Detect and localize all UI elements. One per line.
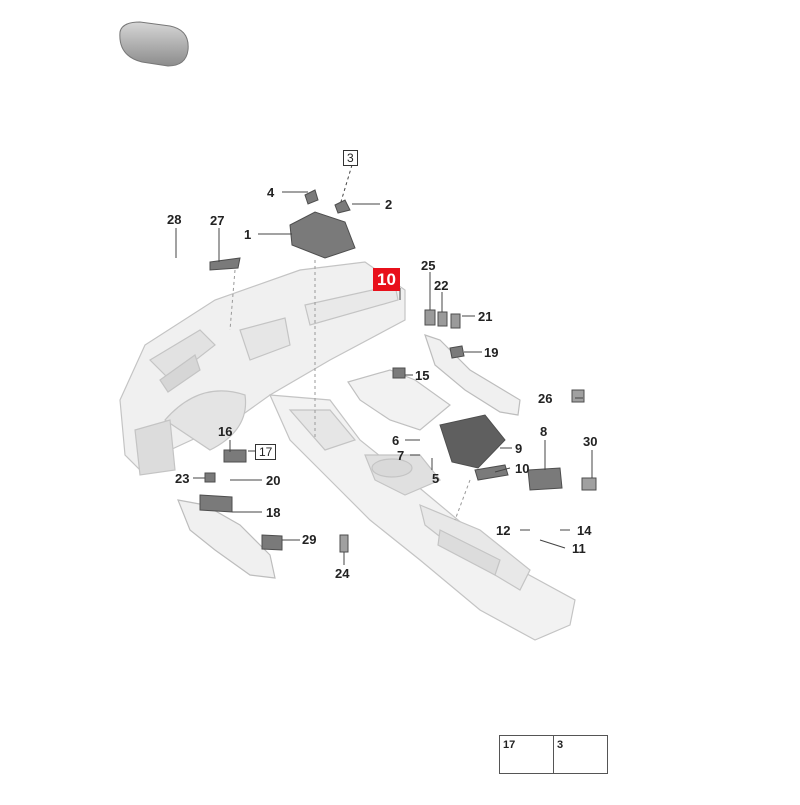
callout-19[interactable]: 19 bbox=[484, 345, 499, 360]
dashboard-panel bbox=[119, 261, 406, 476]
callout-18[interactable]: 18 bbox=[266, 505, 281, 520]
fastener-legend: 17 3 bbox=[499, 735, 608, 774]
callout-10[interactable]: 10 bbox=[515, 461, 530, 476]
callout-9[interactable]: 9 bbox=[515, 441, 523, 456]
door-trim-left bbox=[177, 499, 276, 579]
legend-divider bbox=[553, 736, 554, 773]
callout-10-highlighted[interactable]: 10 bbox=[373, 268, 400, 291]
callout-24[interactable]: 24 bbox=[335, 566, 350, 581]
callout-15[interactable]: 15 bbox=[415, 368, 430, 383]
callout-22[interactable]: 22 bbox=[434, 278, 449, 293]
callout-1[interactable]: 1 bbox=[244, 227, 252, 242]
callout-23[interactable]: 23 bbox=[175, 471, 190, 486]
callout-5[interactable]: 5 bbox=[432, 471, 440, 486]
callout-16[interactable]: 16 bbox=[218, 424, 233, 439]
callout-20[interactable]: 20 bbox=[266, 473, 281, 488]
armrest-cover bbox=[347, 369, 451, 431]
callout-21[interactable]: 21 bbox=[478, 309, 493, 324]
callout-28[interactable]: 28 bbox=[167, 212, 182, 227]
callout-4[interactable]: 4 bbox=[267, 185, 275, 200]
callout-14[interactable]: 14 bbox=[577, 523, 592, 538]
center-console bbox=[269, 394, 576, 641]
legend-label-17[interactable]: 17 bbox=[503, 739, 516, 751]
callout-27[interactable]: 27 bbox=[210, 213, 225, 228]
callout-17[interactable]: 17 bbox=[255, 444, 277, 460]
callout-7[interactable]: 7 bbox=[397, 448, 405, 463]
callout-29[interactable]: 29 bbox=[302, 532, 317, 547]
callout-6[interactable]: 6 bbox=[392, 433, 400, 448]
dark-parts bbox=[199, 189, 597, 553]
leader-lines bbox=[175, 164, 593, 565]
legend-label-3[interactable]: 3 bbox=[557, 739, 564, 751]
callout-30[interactable]: 30 bbox=[583, 434, 598, 449]
callout-11[interactable]: 11 bbox=[572, 541, 586, 556]
callout-3[interactable]: 3 bbox=[343, 150, 358, 166]
thumbnail-pill-icon[interactable] bbox=[119, 21, 189, 67]
callout-12[interactable]: 12 bbox=[496, 523, 511, 538]
callout-2[interactable]: 2 bbox=[385, 197, 393, 212]
callout-25[interactable]: 25 bbox=[421, 258, 436, 273]
callout-8[interactable]: 8 bbox=[540, 424, 548, 439]
callout-26[interactable]: 26 bbox=[538, 391, 553, 406]
